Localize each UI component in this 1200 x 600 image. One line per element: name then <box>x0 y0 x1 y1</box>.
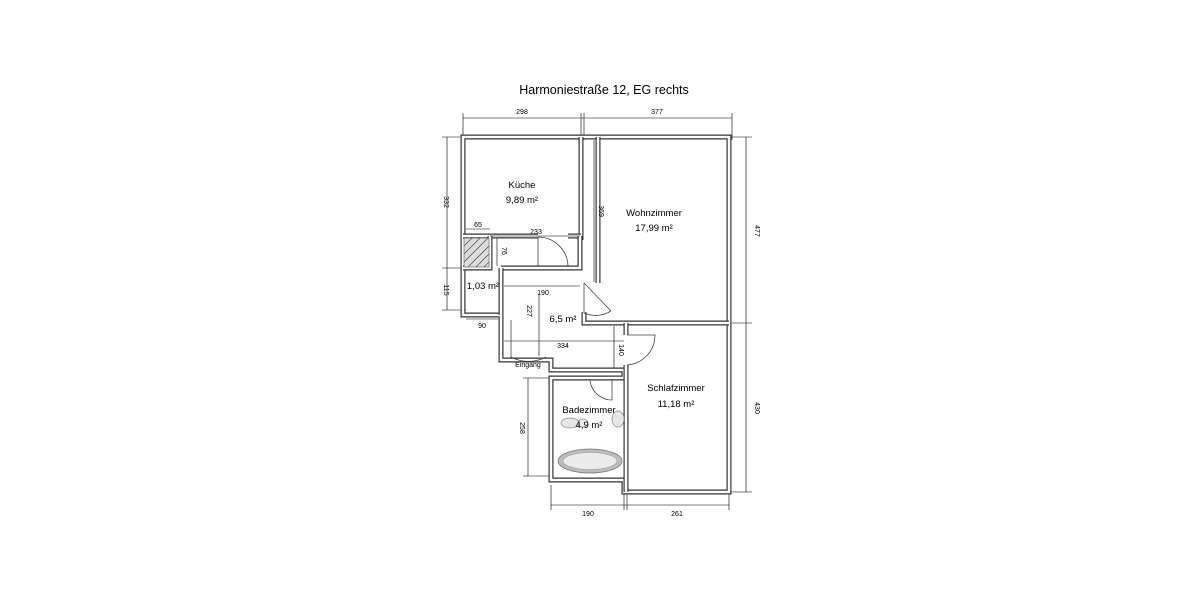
dim-top-right: 377 <box>651 109 663 116</box>
wohnzimmer-area: 17,99 m² <box>635 223 673 234</box>
dim-flur-190: 190 <box>537 290 549 297</box>
room-labels: Küche 9,89 m² Wohnzimmer 17,99 m² 1,03 m… <box>467 180 705 431</box>
plan-title: Harmoniestraße 12, EG rechts <box>519 83 689 97</box>
badezimmer-name: Badezimmer <box>562 405 615 416</box>
dimension-lines <box>442 113 752 510</box>
schlafzimmer-door <box>626 334 656 366</box>
dim-flur-227: 227 <box>525 305 532 317</box>
dim-kueche-65: 65 <box>474 222 482 229</box>
dim-right-upper: 477 <box>753 225 760 237</box>
walls <box>460 134 732 495</box>
sink-icon <box>611 410 625 428</box>
badezimmer-area: 4,9 m² <box>576 420 603 431</box>
schlafzimmer-name: Schlafzimmer <box>647 383 705 394</box>
dim-left-abstell: 115 <box>442 284 449 295</box>
flur-area: 6,5 m² <box>550 314 577 325</box>
shaft-hatch <box>463 237 490 268</box>
kueche-door <box>537 236 569 267</box>
dim-flur-140: 140 <box>617 344 624 356</box>
dim-kueche-76: 76 <box>500 247 507 255</box>
dim-bottom-schlaf: 261 <box>671 511 683 518</box>
dim-kueche-233: 233 <box>530 229 542 236</box>
interior-guides <box>466 140 624 368</box>
dim-wohnzimmer-369: 369 <box>597 205 604 217</box>
eingang-door <box>510 320 547 362</box>
abstellraum-area: 1,03 m² <box>467 281 499 292</box>
dim-abstell-90: 90 <box>478 323 486 330</box>
toilet-icon <box>577 418 589 428</box>
wohnzimmer-door <box>583 283 612 316</box>
dim-left-kueche: 332 <box>442 196 449 208</box>
dim-flur-334: 334 <box>557 343 569 350</box>
kueche-name: Küche <box>509 180 536 191</box>
dim-bad-258: 258 <box>518 422 525 434</box>
dim-right-lower: 430 <box>753 402 760 414</box>
schlafzimmer-area: 11,18 m² <box>658 399 695 410</box>
wohnzimmer-name: Wohnzimmer <box>626 208 682 219</box>
doors <box>510 236 656 401</box>
bathroom-fixtures <box>557 410 625 474</box>
eingang-label: Eingang <box>515 362 541 369</box>
kueche-area: 9,89 m² <box>506 195 538 206</box>
dimension-labels: 298 377 332 115 477 430 65 233 76 369 19… <box>442 109 760 518</box>
dim-bottom-bad: 190 <box>582 511 594 518</box>
dim-top-left: 298 <box>516 109 528 116</box>
bad-door <box>589 379 613 401</box>
